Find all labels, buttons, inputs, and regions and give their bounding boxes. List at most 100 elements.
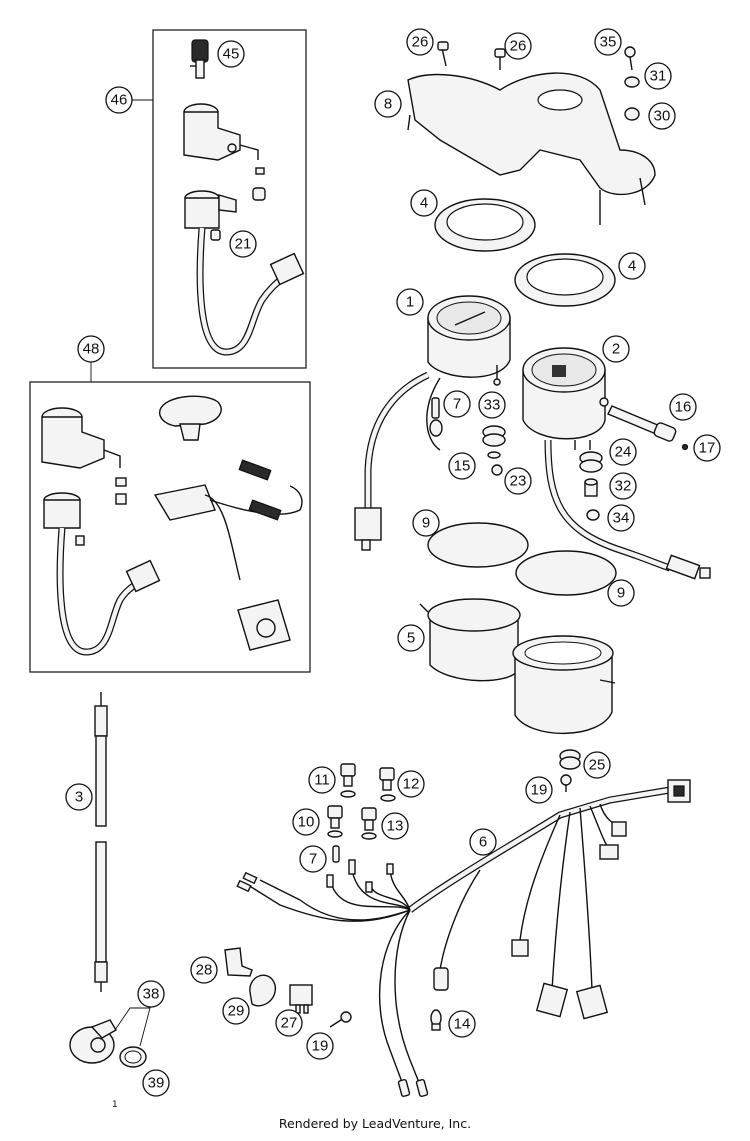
washer-15 xyxy=(487,451,501,459)
ignition-kit-box-46 xyxy=(152,29,307,369)
screw-21-top xyxy=(252,167,266,201)
spacer-30 xyxy=(624,107,640,121)
relay-27 xyxy=(289,984,313,1014)
callout-34: 34 xyxy=(607,504,635,532)
svg-text:8: 8 xyxy=(384,96,392,113)
ignition-lock-48 xyxy=(41,407,127,505)
callout-28: 28 xyxy=(190,956,218,984)
svg-text:4: 4 xyxy=(420,195,428,212)
speedometer-1 xyxy=(427,295,511,386)
nut-23 xyxy=(491,464,503,476)
spacer-32 xyxy=(584,478,598,497)
svg-text:29: 29 xyxy=(228,1003,245,1020)
callout-1: 1 xyxy=(396,288,424,316)
ignition-switch-46 xyxy=(184,190,305,356)
speedometer-cable-loom xyxy=(354,371,441,551)
bulb-14 xyxy=(430,1009,442,1031)
grommet-33 xyxy=(482,425,506,447)
svg-text:1: 1 xyxy=(406,294,414,311)
callout-35: 35 xyxy=(594,28,622,56)
callout-9-lower: 9 xyxy=(607,579,635,607)
grommet-25 xyxy=(559,749,581,770)
svg-text:12: 12 xyxy=(403,776,420,793)
svg-text:45: 45 xyxy=(223,46,240,63)
callout-17: 17 xyxy=(693,434,721,462)
svg-text:9: 9 xyxy=(422,515,430,532)
steering-lock-cap xyxy=(158,395,222,441)
screw-26-right xyxy=(494,48,506,70)
svg-text:2: 2 xyxy=(612,341,620,358)
callout-19-upper: 19 xyxy=(525,776,553,804)
grommet-24 xyxy=(579,451,603,473)
svg-text:16: 16 xyxy=(675,399,692,416)
callout-32: 32 xyxy=(609,472,637,500)
svg-text:26: 26 xyxy=(412,34,429,51)
svg-text:34: 34 xyxy=(613,510,630,527)
screw-21 xyxy=(210,229,221,241)
svg-text:21: 21 xyxy=(235,236,252,253)
screw-19-lower xyxy=(329,1011,352,1028)
ignition-kit-box-48 xyxy=(29,381,311,673)
callout-38: 38 xyxy=(137,980,165,1008)
svg-text:33: 33 xyxy=(484,397,501,414)
callout-8: 8 xyxy=(374,90,402,118)
bulb-7-lower xyxy=(332,845,340,863)
callout-21: 21 xyxy=(229,230,257,258)
callout-7-upper: 7 xyxy=(443,390,471,418)
callout-19-lower: 19 xyxy=(306,1032,334,1060)
svg-text:7: 7 xyxy=(309,851,317,868)
screw-19-upper xyxy=(560,774,572,792)
svg-text:31: 31 xyxy=(650,68,667,85)
callout-27: 27 xyxy=(275,1009,303,1037)
callout-25: 25 xyxy=(583,751,611,779)
svg-text:38: 38 xyxy=(143,986,160,1003)
reset-knob-16 xyxy=(607,405,677,442)
instrument-carrier-8 xyxy=(407,72,656,225)
ignition-switch-48 xyxy=(43,492,161,656)
callout-26-left: 26 xyxy=(406,28,434,56)
svg-text:30: 30 xyxy=(654,108,671,125)
svg-text:5: 5 xyxy=(407,630,415,647)
svg-text:13: 13 xyxy=(387,818,404,835)
callout-33: 33 xyxy=(478,391,506,419)
footer-credit: Rendered by LeadVenture, Inc. xyxy=(278,1116,472,1131)
callout-29: 29 xyxy=(222,997,250,1025)
callout-4-lower: 4 xyxy=(618,252,646,280)
svg-text:23: 23 xyxy=(510,473,527,490)
callout-4-upper: 4 xyxy=(410,189,438,217)
bracket-28 xyxy=(224,947,253,977)
svg-text:10: 10 xyxy=(298,814,315,831)
callout-11: 11 xyxy=(308,766,336,794)
callout-15: 15 xyxy=(448,452,476,480)
svg-text:9: 9 xyxy=(617,585,625,602)
svg-text:39: 39 xyxy=(148,1075,165,1092)
speedometer-drive-38 xyxy=(69,1019,117,1064)
callout-12: 12 xyxy=(397,770,425,798)
callout-30: 30 xyxy=(648,102,676,130)
gasket-ring-4-lower xyxy=(514,253,616,307)
screw-35 xyxy=(624,46,636,71)
svg-text:32: 32 xyxy=(615,478,632,495)
callout-9-upper: 9 xyxy=(412,509,440,537)
ignition-key-45 xyxy=(190,39,209,79)
callout-3: 3 xyxy=(65,783,93,811)
svg-text:48: 48 xyxy=(83,341,100,358)
callout-13: 13 xyxy=(381,812,409,840)
svg-text:11: 11 xyxy=(314,772,330,789)
wiring-harness-6 xyxy=(236,779,691,1098)
svg-text:27: 27 xyxy=(281,1015,298,1032)
callout-16: 16 xyxy=(669,393,697,421)
tacho-cable-loom xyxy=(544,439,711,580)
gasket-9-upper xyxy=(427,522,529,568)
callout-5: 5 xyxy=(397,624,425,652)
svg-text:35: 35 xyxy=(600,34,617,51)
callout-26-right: 26 xyxy=(504,32,532,60)
svg-text:6: 6 xyxy=(479,834,487,851)
callout-10: 10 xyxy=(292,808,320,836)
bushing-31 xyxy=(624,76,640,88)
gasket-39 xyxy=(119,1046,147,1068)
svg-text:4: 4 xyxy=(628,258,636,275)
bulbs-10-13 xyxy=(327,763,396,840)
callout-31: 31 xyxy=(644,62,672,90)
